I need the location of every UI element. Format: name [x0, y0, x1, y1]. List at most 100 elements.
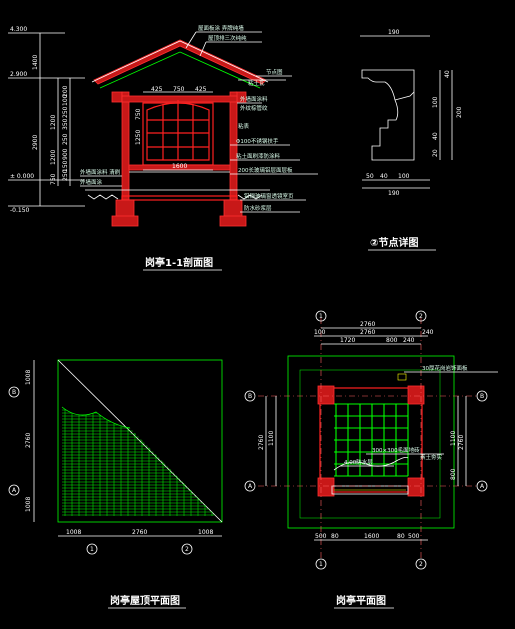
dim-1200a: 1200: [50, 115, 57, 130]
roof-title: 岗亭屋顶平面图: [110, 594, 180, 607]
plan-bottom-dim-1: 80: [331, 533, 339, 540]
elev-neg150: -0.150: [10, 207, 30, 214]
plan-note-1: 300×300毛面地砖: [372, 446, 420, 454]
plan-right-dim-0: 2760: [458, 435, 465, 450]
roof-axis-2-label: 2: [185, 546, 189, 553]
left-note-1: 外墙面涂: [80, 178, 103, 186]
roof-axis-A: [8, 484, 20, 496]
detail-dim-40a: 40: [444, 70, 451, 78]
plan-bottom-dim-0: 500: [315, 533, 327, 540]
detail-width-bottom: 190: [388, 190, 400, 197]
roof-axis-B-label: B: [12, 389, 16, 396]
detail-dim-50: 50: [366, 173, 374, 180]
callout-6: 粘表: [238, 122, 250, 130]
wall-right: [229, 91, 238, 201]
roof-slab: [93, 39, 267, 85]
dim-1600: 1600: [172, 163, 187, 170]
plan-axis-A-right-label: A: [480, 483, 485, 490]
callout-8: 粘土面刷漆防涂料: [236, 152, 281, 160]
dim-750mid: 750: [135, 108, 142, 120]
plan-top-dim-3: 800: [386, 337, 398, 344]
section-title: 岗亭1-1剖面图: [145, 256, 213, 269]
plan-outer-boundary: [287, 355, 455, 529]
plan-note-2: 素土夯实: [420, 453, 443, 461]
plan-axis-A-left-label: A: [248, 483, 253, 490]
roof-axis-A-label: A: [12, 487, 17, 494]
dim-250c: 250: [62, 169, 69, 181]
plan-axis-B-right: [476, 390, 488, 402]
dim-425a: 425: [151, 86, 163, 93]
plan-axis-1-top: [315, 310, 327, 322]
roof-left-dim-0: 1008: [25, 370, 32, 385]
plan-top-dim-1: 2760: [360, 329, 375, 336]
plan-top-dim-5: 100: [314, 329, 326, 336]
plan-axis-2-top-label: 2: [419, 313, 423, 320]
plan-axis-B-left-label: B: [248, 393, 252, 400]
plan-axis-1-top-label: 1: [319, 313, 323, 320]
roof-tile-hatch: [62, 407, 216, 516]
plan-tile-grid: [334, 403, 409, 477]
dim-425b: 425: [195, 86, 207, 93]
callout-9: 200长玻璃铝层面层板: [238, 166, 293, 174]
callout-1: 屋顶排三次纯纯: [208, 34, 247, 42]
plan-axis-2-bottom-label: 2: [419, 561, 423, 568]
plan-walls: [319, 387, 423, 493]
plan-axis-A-left: [244, 480, 256, 492]
section-callouts: 屋面板涂 弄牌纯墙 屋顶排三次纯纯 节点图 粘土瓦 外墙面涂料 外纹棕管纹 粘表…: [80, 24, 318, 213]
dim-2900: 2900: [32, 135, 39, 150]
node-profile: [361, 69, 415, 161]
elev-0000: ± 0.000: [10, 173, 34, 180]
detail-width-top: 190: [388, 29, 400, 36]
roof-left-dim-1: 2760: [25, 433, 32, 448]
callout-4: 外墙面涂料: [240, 95, 268, 103]
roof-plan-view: 1008 2760 1008 1008 2760 1008 1 2 B A 岗亭…: [8, 359, 223, 609]
callout-11: 防水砂浆层: [244, 204, 272, 212]
detail-dim-200: 200: [456, 106, 463, 118]
detail-dim-100b: 100: [398, 173, 410, 180]
plan-bottom-dim-4: 500: [408, 533, 420, 540]
roof-axis-B: [8, 386, 20, 398]
callout-5: 外纹棕管纹: [240, 104, 268, 112]
roof-axis-2: [181, 543, 193, 555]
plan-left-dim-0: 2760: [258, 435, 265, 450]
wall-left: [121, 91, 130, 201]
plan-bottom-dim-3: 80: [397, 533, 405, 540]
dim-150: 150: [62, 160, 69, 172]
plan-axis-2-bottom: [415, 558, 427, 570]
dim-750top: 750: [173, 86, 185, 93]
callout-3: 粘土瓦: [248, 79, 265, 87]
plan-right-dim-1: 1100: [450, 431, 457, 446]
callout-7: Φ100不锈钢扶手: [236, 137, 279, 145]
detail-dim-40: 40: [380, 173, 388, 180]
roof-bottom-dim-2: 1008: [198, 529, 213, 536]
plan-axis-B-right-label: B: [480, 393, 484, 400]
roof-bottom-dim-1: 2760: [132, 529, 147, 536]
dim-900: 900: [62, 148, 69, 160]
roof-outline: [57, 359, 223, 523]
roof-axis-1-label: 1: [90, 546, 94, 553]
dim-1250: 1250: [135, 130, 142, 145]
dim-200: 200: [62, 85, 69, 97]
plan-title: 岗亭平面图: [336, 594, 386, 607]
plan-axis-1-bottom: [315, 558, 327, 570]
plan-axis-A-right: [476, 480, 488, 492]
floor-plan-view: 2760 2760 1720 800 240 100 240 1 2 2760 …: [244, 310, 498, 609]
dim-750: 750: [50, 173, 57, 185]
roof-left-dim-2: 1008: [25, 497, 32, 512]
callout-2: 节点图: [266, 68, 283, 76]
plan-axis-1-bottom-label: 1: [319, 561, 323, 568]
plan-right-dim-2: 800: [450, 468, 457, 480]
dim-350: 350: [62, 118, 69, 130]
dim-1400: 1400: [32, 55, 39, 70]
dim-250: 250: [62, 106, 69, 118]
plan-axis-2-top: [415, 310, 427, 322]
elev-2900: 2.900: [10, 71, 27, 78]
left-note-0: 外墙面涂料 清刷: [80, 168, 121, 176]
detail-view: 190 40 100 200 40 20 50 40 100 190 ②节点详图: [360, 29, 463, 251]
plan-top-dim-4: 240: [403, 337, 415, 344]
section-view: 4.300 2.900 ± 0.000 -0.150 1400 2900 120…: [8, 24, 318, 271]
plan-note-3: 4.00防水层: [344, 458, 373, 466]
plan-axis-B-left: [244, 390, 256, 402]
plan-note-0: 30厚花岗岩饰面板: [422, 364, 468, 372]
